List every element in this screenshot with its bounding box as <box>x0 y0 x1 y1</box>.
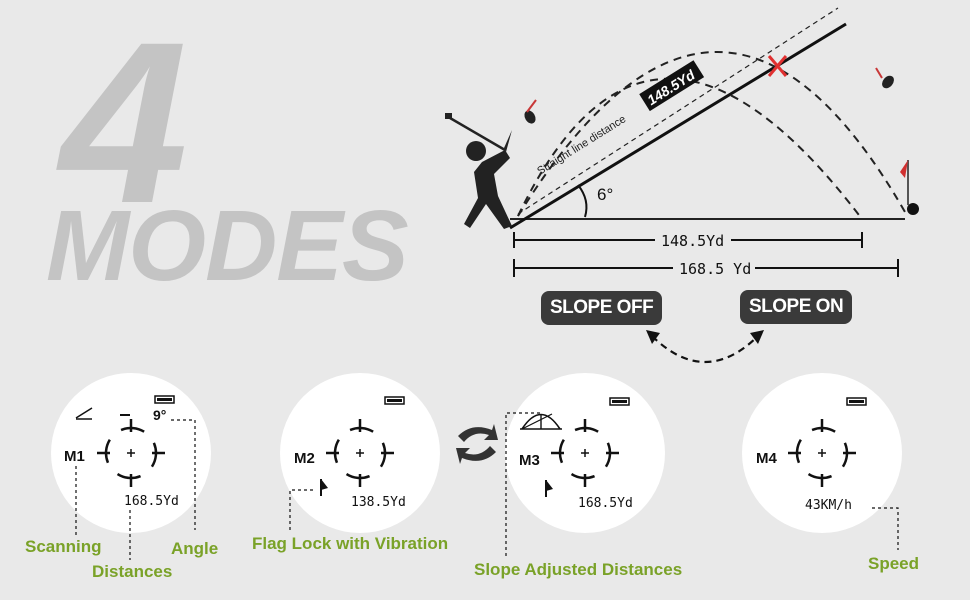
mode-lens-m1 <box>51 373 211 560</box>
mode-label-m2: M2 <box>294 450 315 467</box>
angle-icon <box>75 407 93 419</box>
m3-distance: 168.5Yd <box>578 496 633 511</box>
battery-icon <box>384 396 405 405</box>
label-distances: Distances <box>92 562 173 581</box>
horizontal-distance: 148.5Yd <box>661 232 724 250</box>
mode-lens-m2 <box>280 373 440 533</box>
flag-icon <box>900 160 919 215</box>
slope-off-badge: SLOPE OFF <box>541 291 663 325</box>
flag-icon <box>545 480 553 497</box>
switch-arrows-icon <box>456 424 498 464</box>
label-angle: Angle <box>171 539 219 558</box>
flag-icon <box>320 479 328 496</box>
mode-label-m3: M3 <box>519 452 540 469</box>
mode-label-m4: M4 <box>756 450 777 467</box>
m1-angle: 9° <box>153 407 167 423</box>
label-scanning: Scanning <box>25 537 102 556</box>
battery-icon <box>154 395 175 404</box>
slope-on-badge: SLOPE ON <box>740 290 853 324</box>
battery-icon <box>609 397 630 406</box>
golf-ball-icon <box>524 99 537 124</box>
m1-distance: 168.5Yd <box>124 494 179 509</box>
label-slope-adjusted: Slope Adjusted Distances <box>474 560 683 579</box>
angle-value: 6° <box>597 185 613 204</box>
m4-speed: 43KM/h <box>805 498 852 513</box>
golfer-icon <box>445 113 512 229</box>
label-speed: Speed <box>868 554 920 573</box>
headline-number: 4 <box>60 0 188 251</box>
headline-word: MODES <box>46 190 409 302</box>
slope-distance: 168.5 Yd <box>679 260 751 278</box>
mode-label-m1: M1 <box>64 448 85 465</box>
m2-distance: 138.5Yd <box>351 495 406 510</box>
label-flag-lock: Flag Lock with Vibration <box>252 534 449 553</box>
battery-icon <box>846 397 867 406</box>
mode-lens-m4 <box>742 373 902 550</box>
mode-lens-m3 <box>505 373 665 556</box>
miss-mark-icon <box>767 55 788 77</box>
straight-line-label: Straight line distance <box>535 113 628 177</box>
golf-ball-icon <box>875 67 894 89</box>
slope-icon <box>520 413 562 430</box>
